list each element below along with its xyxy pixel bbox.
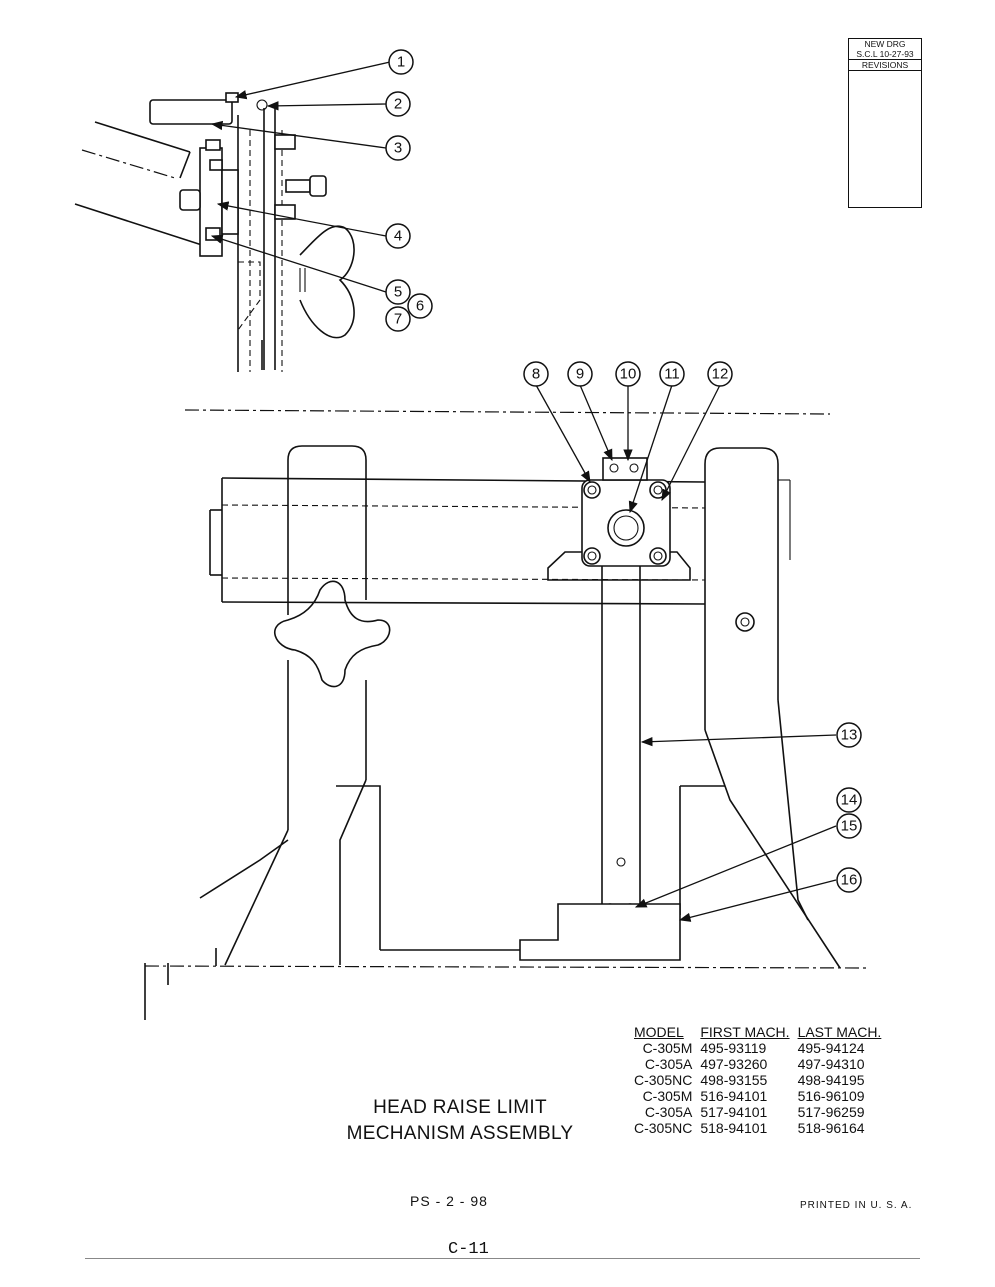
callout-9: 9 (567, 361, 593, 387)
side-detail-view (74, 92, 355, 372)
callout-16: 16 (836, 867, 862, 893)
drawing-title: HEAD RAISE LIMIT MECHANISM ASSEMBLY (330, 1095, 590, 1147)
page-code: PS - 2 - 98 (410, 1193, 488, 1209)
svg-text:3: 3 (394, 140, 402, 157)
svg-text:15: 15 (841, 818, 858, 835)
header-last-mach: LAST MACH. (797, 1024, 882, 1040)
revisions-label: REVISIONS (861, 60, 909, 70)
svg-text:1: 1 (397, 54, 405, 71)
callout-2: 2 (385, 91, 411, 117)
callout-4: 4 (385, 223, 411, 249)
title-line-2: MECHANISM ASSEMBLY (346, 1123, 574, 1144)
callout-8: 8 (523, 361, 549, 387)
callout-14: 14 (836, 787, 862, 813)
callout-10: 10 (615, 361, 641, 387)
page-number: C-11 (448, 1240, 489, 1259)
model-table: MODEL FIRST MACH. LAST MACH. C-305M 495-… (630, 1024, 885, 1136)
svg-text:5: 5 (394, 284, 402, 301)
callout-1: 1 (388, 49, 414, 75)
callout-7: 7 (385, 306, 411, 332)
callout-6: 6 (407, 293, 433, 319)
callout-11: 11 (659, 361, 685, 387)
revision-new-drg: NEW DRG (864, 39, 906, 49)
svg-text:7: 7 (394, 311, 402, 328)
table-row: C-305A 517-94101 517-96259 (644, 1104, 865, 1120)
table-row: C-305M 495-93119 495-94124 (642, 1040, 865, 1056)
header-first-mach: FIRST MACH. (700, 1024, 790, 1040)
svg-text:12: 12 (712, 366, 729, 383)
table-row: C-305A 497-93260 497-94310 (644, 1056, 865, 1072)
table-row: C-305NC 518-94101 518-96164 (634, 1120, 865, 1136)
svg-text:10: 10 (620, 366, 637, 383)
callout-5: 5 (385, 279, 411, 305)
svg-text:4: 4 (394, 228, 402, 245)
svg-text:2: 2 (394, 96, 402, 113)
svg-text:13: 13 (841, 727, 858, 744)
header-model: MODEL (634, 1024, 684, 1040)
callout-15: 15 (836, 813, 862, 839)
model-table-header: MODEL FIRST MACH. LAST MACH. (630, 1024, 885, 1040)
footer-rule (85, 1258, 920, 1259)
revision-date: S.C.L 10-27-93 (856, 49, 914, 59)
table-row: C-305NC 498-93155 498-94195 (634, 1072, 865, 1088)
svg-text:6: 6 (416, 298, 424, 315)
revision-block: NEW DRG S.C.L 10-27-93 REVISIONS (848, 38, 922, 208)
svg-text:14: 14 (841, 792, 858, 809)
svg-text:8: 8 (532, 366, 540, 383)
front-view (144, 409, 869, 1020)
table-row: C-305M 516-94101 516-96109 (642, 1088, 865, 1104)
printed-in-usa: PRINTED IN U. S. A. (800, 1200, 913, 1211)
callout-3: 3 (385, 135, 411, 161)
leader-lines (210, 61, 837, 922)
svg-text:9: 9 (576, 366, 584, 383)
title-line-1: HEAD RAISE LIMIT (373, 1097, 547, 1118)
callout-12: 12 (707, 361, 733, 387)
callout-13: 13 (836, 722, 862, 748)
svg-text:16: 16 (841, 872, 858, 889)
svg-text:11: 11 (664, 366, 680, 383)
